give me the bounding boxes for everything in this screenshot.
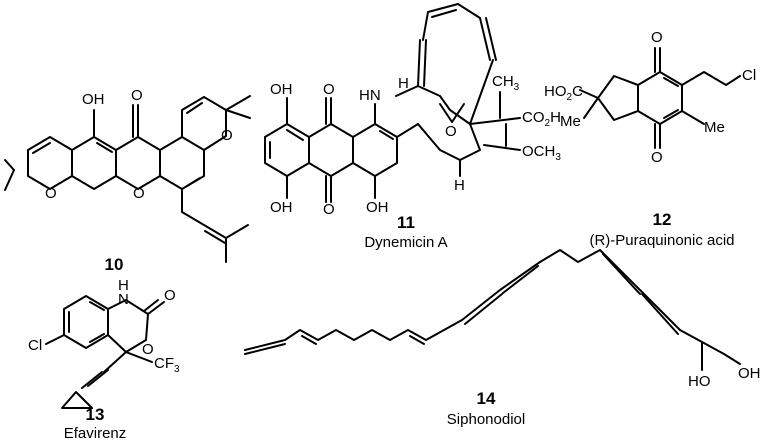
compound-10-ring-o-left-label: O: [45, 185, 57, 202]
compound-11-co2h-label: CO2H: [522, 109, 561, 129]
compound-12-o-bottom-label: O: [651, 149, 663, 166]
compound-11-oh-right-label: OH: [366, 199, 389, 216]
compound-12-number: 12: [653, 210, 672, 229]
compound-14-structure: HO OH 14 Siphonodiol: [244, 249, 761, 428]
compound-11-name: Dynemicin A: [364, 234, 447, 251]
compound-11-oh-bottom-label: OH: [270, 199, 293, 216]
compound-11-hn-label: HN: [359, 87, 381, 104]
compound-11-o-top-label: O: [323, 81, 335, 98]
compound-11-h-bottom-label: H: [454, 177, 465, 194]
compound-12-ho2c-label: HO2C: [544, 83, 583, 103]
compound-11-ch3-label: CH3: [492, 73, 520, 93]
compound-10-structure: OH O O O O 10: [4, 87, 251, 274]
compound-13-carbonyl-o-label: O: [164, 287, 176, 304]
compound-13-cl-label: Cl: [28, 337, 42, 354]
compound-12-name: (R)-Puraquinonic acid: [589, 232, 734, 249]
compound-13-name: Efavirenz: [64, 425, 127, 440]
compound-10-ring-o-mid-label: O: [133, 185, 145, 202]
compound-11-o-bottom-label: O: [323, 201, 335, 218]
compound-13-n-label: N: [118, 291, 129, 308]
compound-12-structure: O O HO2C Me Me Cl 12 (R)-Puraquinonic ac…: [544, 29, 756, 249]
compound-11-number: 11: [397, 213, 415, 232]
compound-10-oh-label: OH: [82, 91, 105, 108]
compound-11-oh-top-label: OH: [270, 81, 293, 98]
compound-14-name: Siphonodiol: [447, 411, 525, 428]
compound-12-me-left-label: Me: [560, 113, 581, 130]
compound-14-ho-label: HO: [688, 373, 711, 390]
compound-11-structure: OH OH OH O O HN H H O CH3 CO2H OCH3 11 D…: [264, 3, 561, 251]
compound-10-carbonyl-o-label: O: [131, 87, 143, 104]
compound-12-cl-label: Cl: [742, 67, 756, 84]
compound-13-h-label: H: [118, 277, 129, 294]
compound-10-number: 10: [105, 255, 124, 274]
compound-14-oh-label: OH: [738, 365, 761, 382]
compound-13-ring-o-label: O: [142, 341, 154, 358]
compound-12-me-right-label: Me: [704, 119, 725, 136]
compound-13-number: 13: [86, 405, 105, 424]
compound-11-epoxide-o-label: O: [445, 123, 457, 140]
compound-10-ring-o-right-label: O: [221, 127, 233, 144]
compound-12-o-top-label: O: [651, 29, 663, 46]
compound-11-och3-label: OCH3: [522, 143, 561, 163]
compound-13-cf3-label: CF3: [154, 355, 180, 375]
compound-14-number: 14: [477, 389, 496, 408]
compound-11-h-top-label: H: [398, 75, 409, 92]
compound-13-structure: H N O O Cl CF3 13 Efavirenz: [28, 277, 180, 440]
